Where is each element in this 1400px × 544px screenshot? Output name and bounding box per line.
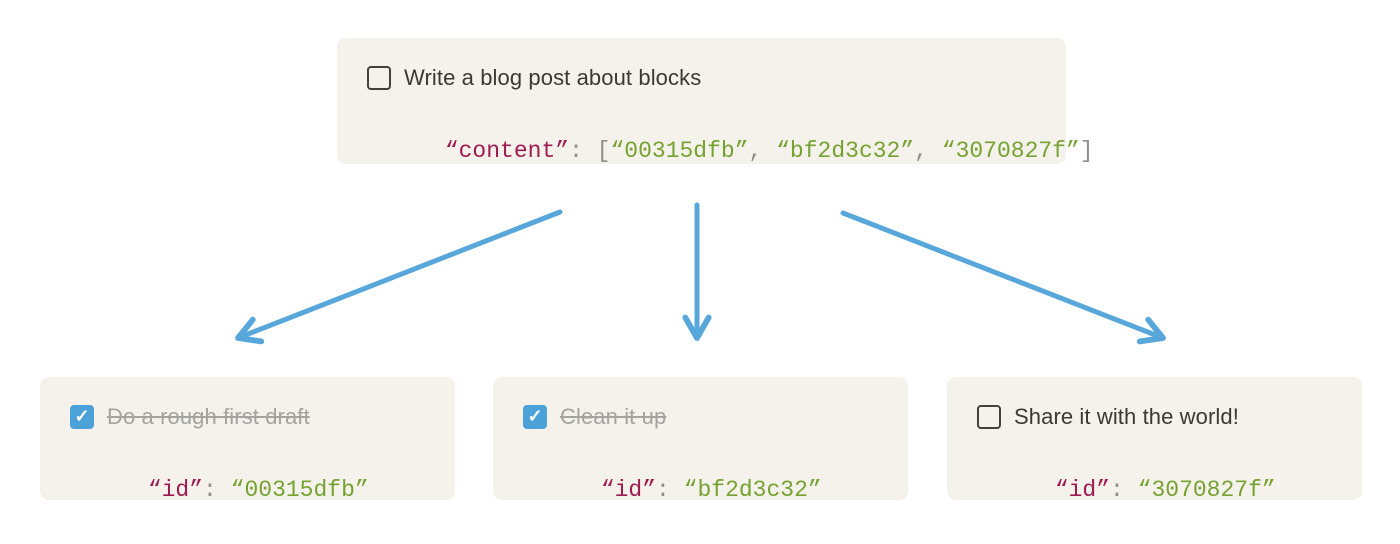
parent-code-line: “content”: [“00315dfb”, “bf2d3c32”, “307… (362, 106, 1094, 196)
child-task-card-1: ✓ Do a rough first draft “id”: “00315dfb… (40, 377, 455, 503)
child-3-code-line: “id”: “3070827f” (972, 445, 1338, 535)
code-colon: : (203, 477, 231, 503)
child-2-checkbox[interactable]: ✓ (523, 405, 547, 429)
arrow-to-child-3 (840, 210, 1166, 345)
checkmark-icon: ✓ (74, 406, 90, 426)
checkmark-icon: ✓ (527, 406, 543, 426)
code-close-bracket: ] (1079, 138, 1094, 164)
child-task-card-3: Share it with the world! “id”: “3070827f… (947, 377, 1362, 503)
code-value: “00315dfb” (230, 477, 369, 503)
child-task-row: ✓ Do a rough first draft (70, 404, 431, 430)
child-2-task-label: Clean it up (560, 404, 667, 429)
code-separator-2: , (914, 138, 942, 164)
parent-task-label: Write a blog post about blocks (404, 65, 702, 90)
child-2-code-line: “id”: “bf2d3c32” (518, 445, 884, 535)
child-3-checkbox[interactable] (977, 405, 1001, 429)
parent-task-checkbox[interactable] (367, 66, 391, 90)
code-key: “id” (147, 477, 204, 503)
child-1-task-label: Do a rough first draft (107, 404, 310, 429)
code-colon: : (1110, 477, 1138, 503)
code-colon: : (656, 477, 684, 503)
child-3-task-label: Share it with the world! (1014, 404, 1239, 429)
child-task-row: ✓ Clean it up (523, 404, 884, 430)
child-1-code-line: “id”: “00315dfb” (65, 445, 431, 535)
child-task-card-2: ✓ Clean it up “id”: “bf2d3c32” (493, 377, 908, 503)
code-value: “3070827f” (1137, 477, 1276, 503)
parent-task-card: Write a blog post about blocks “content”… (337, 38, 1094, 164)
code-open-bracket: [ (596, 138, 611, 164)
code-colon: : (569, 138, 597, 164)
code-value-1: “00315dfb” (610, 138, 749, 164)
parent-task-row: Write a blog post about blocks (367, 65, 1042, 91)
code-value-3: “3070827f” (941, 138, 1080, 164)
code-separator-1: , (748, 138, 777, 164)
arrow-to-child-1 (235, 209, 563, 345)
code-key: “content” (444, 138, 570, 164)
code-value: “bf2d3c32” (683, 477, 822, 503)
code-key: “id” (600, 477, 657, 503)
child-1-checkbox[interactable]: ✓ (70, 405, 94, 429)
child-task-row: Share it with the world! (977, 404, 1338, 430)
code-value-2: “bf2d3c32” (776, 138, 915, 164)
code-key: “id” (1054, 477, 1111, 503)
